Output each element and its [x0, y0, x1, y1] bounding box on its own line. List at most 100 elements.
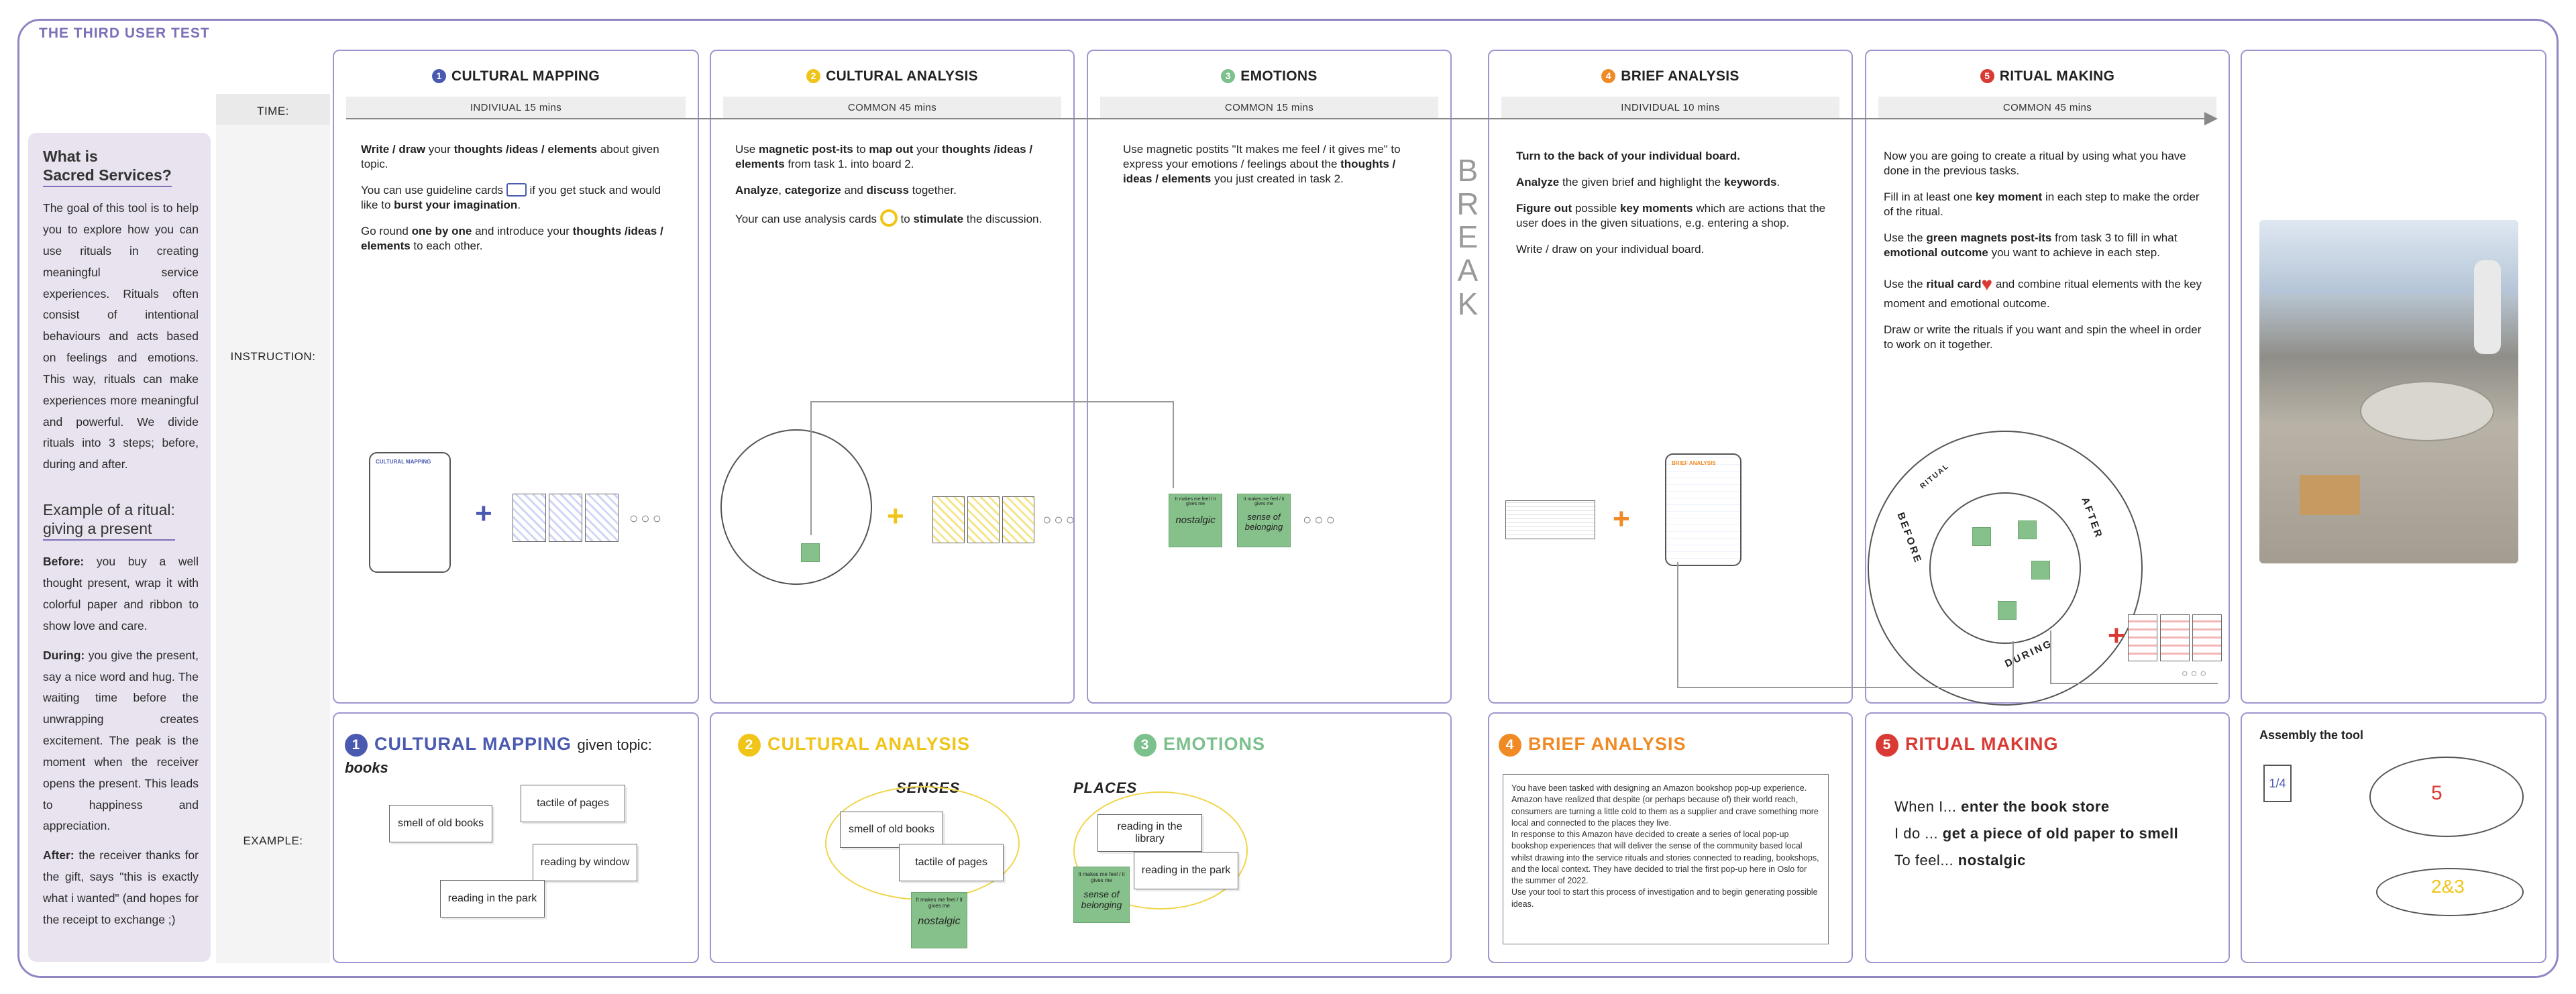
sidebar-heading-example: Example of a ritual: giving a present	[43, 501, 175, 541]
places-cluster	[1073, 791, 1248, 909]
connector-line	[2012, 641, 2014, 688]
assembly-wheel-top: 5	[2369, 757, 2524, 837]
example-note: smell of old books	[389, 805, 492, 842]
connector-line	[1173, 401, 1174, 488]
time-bar-ritual: COMMON 45 mins	[1878, 97, 2216, 119]
row-label-column	[216, 94, 330, 963]
example-note: reading by window	[533, 844, 637, 881]
plus-icon: +	[2108, 619, 2125, 652]
assembly-title: Assembly the tool	[2259, 728, 2364, 742]
guideline-card-3	[585, 494, 619, 542]
wheel-sticky	[1998, 601, 2017, 620]
plus-icon: +	[1613, 502, 1630, 535]
analysis-card-3	[1002, 496, 1034, 543]
plus-icon: +	[887, 500, 904, 533]
time-bar-brief: INDIVIDUAL 10 mins	[1501, 97, 1839, 119]
time-bar-analysis: COMMON 45 mins	[723, 97, 1061, 119]
example-assembly: Assembly the tool 1/4 5 2&3	[2241, 712, 2546, 963]
brief-text: In response to this Amazon have decided …	[1511, 830, 1819, 885]
brief-text: You have been tasked with designing an A…	[1511, 783, 1807, 793]
magnifier-icon	[879, 209, 898, 227]
ritual-line-when: When I... enter the book store	[1894, 798, 2110, 815]
connector-line	[2050, 683, 2218, 684]
sidebar-before: Before: you buy a well thought present, …	[43, 555, 199, 632]
guideline-card-1	[513, 494, 546, 542]
analysis-card-2	[967, 496, 1000, 543]
plus-icon: +	[475, 497, 492, 530]
row-label-instruction: INSTRUCTION:	[230, 350, 316, 363]
example-note: smell of old books	[840, 812, 943, 848]
user-test-photo	[2259, 220, 2518, 563]
wheel-label-before: BEFORE	[1894, 510, 1925, 566]
emotion-sticky-nostalgic: It makes me feel / it gives me nostalgic	[1169, 494, 1222, 547]
mapping-board-illustration: CULTURAL MAPPING	[369, 452, 451, 573]
example-note: reading in the library	[1097, 814, 1202, 852]
ritual-wheel: BEFORE AFTER DURING RITUAL	[1868, 431, 2143, 706]
brief-paper-illustration	[1505, 500, 1595, 539]
instruction-ritual: Now you are going to create a ritual by …	[1884, 150, 2202, 351]
time-bar-emotions: COMMON 15 mins	[1100, 97, 1438, 119]
ritual-line-feel: To feel... nostalgic	[1894, 852, 2026, 869]
analysis-card-1	[932, 496, 965, 543]
more-dots-icon: ○○○	[2182, 668, 2209, 679]
sidebar-during: During: you give the present, say a nice…	[43, 648, 199, 833]
example-note: reading in the park	[1134, 852, 1238, 889]
ritual-card-1	[2128, 614, 2157, 661]
row-label-time: TIME:	[257, 105, 289, 117]
assembly-board-icon: 1/4	[2263, 765, 2292, 802]
example-note: tactile of pages	[899, 844, 1004, 881]
more-dots-icon: ○○○	[629, 510, 664, 527]
assembly-wheel-base: 2&3	[2376, 868, 2524, 916]
sidebar-intro: What is Sacred Services? The goal of thi…	[28, 133, 211, 962]
example-sticky-nostalgic: It makes me feel / it gives me nostalgic	[911, 892, 967, 948]
ritual-card-2	[2160, 614, 2190, 661]
emotion-sticky-belonging: It makes me feel / it gives me sense of …	[1237, 494, 1291, 547]
timeline-arrow	[346, 118, 2208, 119]
wheel-label-ritual: RITUAL	[1919, 461, 1951, 491]
board-sticky	[801, 543, 820, 562]
brief-text: Use your tool to start this process of i…	[1511, 887, 1818, 909]
instruction-brief: Turn to the back of your individual boar…	[1516, 150, 1826, 256]
sidebar-after: After: the receiver thanks for the gift,…	[43, 848, 199, 926]
analysis-circle-board	[720, 429, 872, 585]
example-sticky-belonging: It makes me feel / it gives me sense of …	[1073, 867, 1130, 923]
example-note: tactile of pages	[521, 785, 625, 822]
ritual-card-3	[2192, 614, 2222, 661]
wheel-sticky	[2018, 520, 2037, 539]
guideline-card-2	[549, 494, 582, 542]
brief-board-illustration: BRIEF ANALYSIS	[1665, 453, 1741, 566]
connector-line	[810, 401, 1173, 402]
instruction-emotions: Use magnetic postits "It makes me feel /…	[1123, 143, 1401, 186]
heart-icon: ♥	[1981, 273, 1993, 294]
more-dots-icon: ○○○	[1303, 511, 1338, 528]
wheel-inner-circle	[1929, 492, 2081, 644]
time-bar-mapping: INDIVIUAL 15 mins	[346, 97, 686, 119]
sidebar-intro-paragraph: The goal of this tool is to help you to …	[43, 201, 199, 472]
wheel-sticky	[2031, 561, 2050, 579]
timeline-arrowhead	[2204, 112, 2218, 125]
document-title: THE THIRD USER TEST	[39, 25, 210, 41]
example-note: reading in the park	[440, 880, 545, 918]
more-dots-icon: ○○○	[1042, 511, 1077, 528]
guideline-cards-icon	[506, 183, 527, 197]
brief-text-box: You have been tasked with designing an A…	[1503, 774, 1829, 944]
wheel-sticky	[1972, 527, 1991, 546]
connector-line	[1677, 687, 2012, 688]
sidebar-heading-what-is: What is Sacred Services?	[43, 148, 172, 188]
